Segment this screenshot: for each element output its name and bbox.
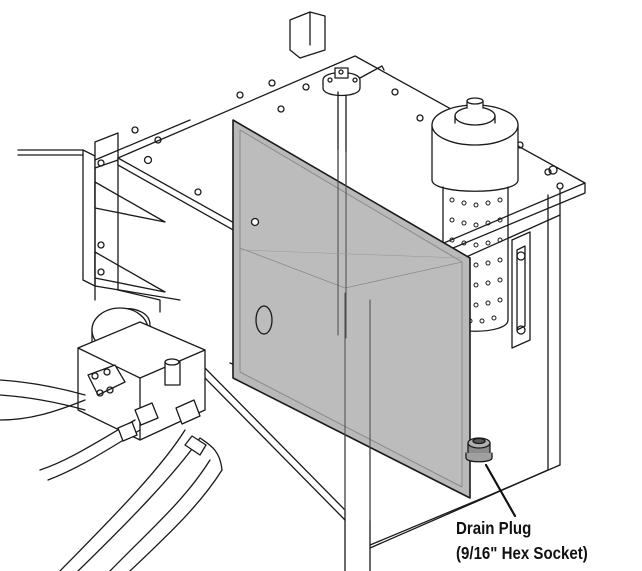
callout-spec: (9/16" Hex Socket): [456, 543, 588, 563]
callout-leader: [484, 463, 517, 518]
drain-plug: [465, 437, 493, 463]
rear-tab: [289, 11, 326, 59]
sight-gauge: [511, 231, 531, 349]
hoses: [0, 379, 223, 571]
inspection-panel: [232, 119, 471, 521]
mounting-bracket: [17, 119, 191, 313]
drain-plug-callout: Drain Plug (9/16" Hex Socket): [456, 516, 616, 566]
valve-block: [77, 321, 206, 441]
callout-title: Drain Plug: [456, 518, 532, 538]
